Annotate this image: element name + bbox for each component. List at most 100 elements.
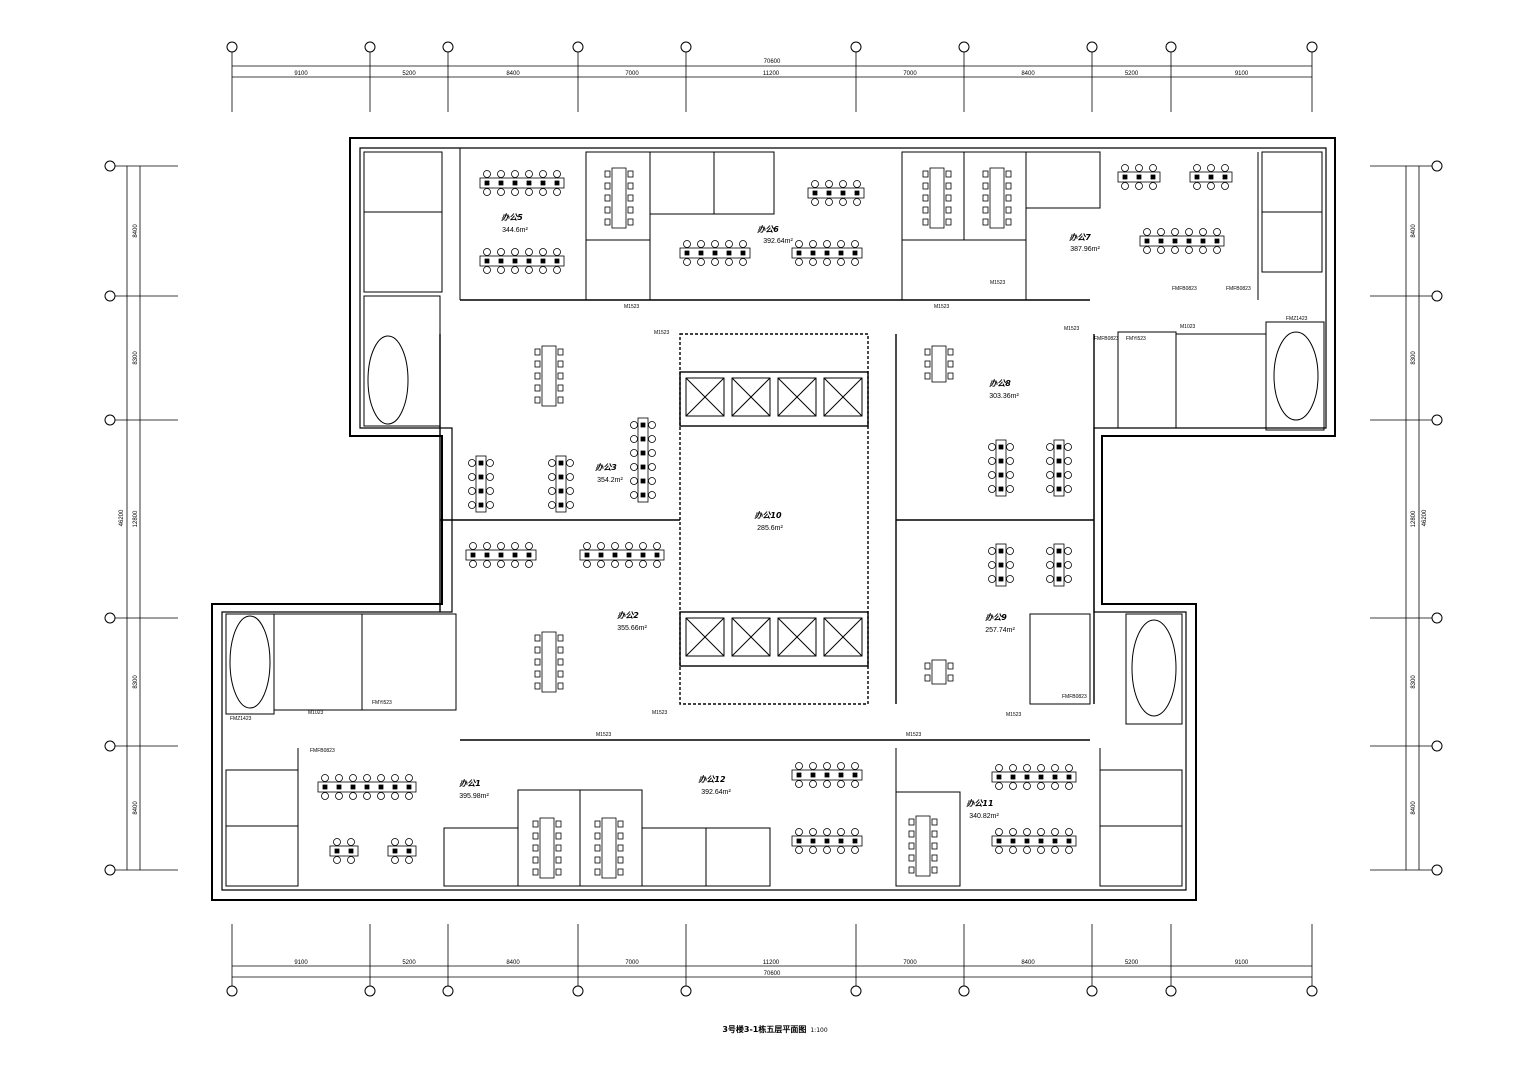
desk-bank [1117, 171, 1161, 183]
chair [639, 560, 647, 568]
chair [711, 240, 719, 248]
desk-bank [1053, 439, 1065, 497]
chair [648, 449, 656, 457]
monitor [512, 552, 518, 558]
chair [405, 838, 413, 846]
room-label-office-6: 办公6 [757, 225, 779, 234]
desk-bank [1189, 171, 1233, 183]
chair [335, 774, 343, 782]
chair [486, 459, 494, 467]
monitor [478, 488, 484, 494]
door-tag: FMFB0823 [1062, 694, 1087, 700]
chair [405, 774, 413, 782]
chair [468, 501, 476, 509]
monitor [1052, 838, 1058, 844]
chair [1046, 443, 1054, 451]
door-tag: FMFB0823 [310, 748, 335, 754]
chair [333, 856, 341, 864]
chair [486, 501, 494, 509]
room-label-office-10: 办公10 [754, 511, 782, 520]
bottom-bay-dimension: 5200 [1125, 960, 1139, 966]
door-tag: M1523 [934, 304, 950, 310]
door-tag: M1523 [1064, 326, 1080, 332]
monitor [406, 848, 412, 854]
chair [825, 198, 833, 206]
axis-bubble [850, 985, 862, 997]
monitor [478, 502, 484, 508]
chair [823, 828, 831, 836]
chair [1006, 471, 1014, 479]
chair [555, 856, 562, 864]
right-segment-dimension: 8400 [1411, 801, 1417, 815]
chair [557, 372, 564, 380]
chair [908, 830, 915, 838]
chair [945, 194, 952, 202]
axis-bubble [1431, 160, 1443, 172]
chair [557, 396, 564, 404]
chair [630, 463, 638, 471]
chair [532, 832, 539, 840]
monitor [598, 552, 604, 558]
monitor [1056, 562, 1062, 568]
chair [1009, 764, 1017, 772]
axis-bubble [364, 985, 376, 997]
chair [995, 828, 1003, 836]
chair [1064, 575, 1072, 583]
chair [1009, 828, 1017, 836]
chair [809, 240, 817, 248]
monitor [558, 460, 564, 466]
chair [725, 240, 733, 248]
chair [947, 360, 954, 368]
chair [534, 670, 541, 678]
top-dimension-chain [232, 65, 1312, 78]
chair [630, 421, 638, 429]
chair [1064, 547, 1072, 555]
chair [497, 248, 505, 256]
monitor [558, 502, 564, 508]
monitor [998, 548, 1004, 554]
meeting-table [541, 345, 557, 407]
door-tag: M1523 [652, 710, 668, 716]
chair [534, 658, 541, 666]
right-segment-dimension: 8300 [1411, 351, 1417, 365]
chair [1185, 228, 1193, 236]
top-bay-dimension: 11200 [763, 71, 780, 77]
monitor [1038, 838, 1044, 844]
chair [1037, 764, 1045, 772]
monitor [470, 552, 476, 558]
chair [534, 396, 541, 404]
monitor [392, 848, 398, 854]
room-area-office-3: 354.2m² [597, 477, 623, 484]
top-bay-dimension: 7000 [625, 71, 639, 77]
chair [604, 194, 611, 202]
chair [853, 180, 861, 188]
chair [525, 170, 533, 178]
chair [1051, 782, 1059, 790]
chair [597, 542, 605, 550]
chair [497, 542, 505, 550]
monitor [640, 552, 646, 558]
chair [851, 240, 859, 248]
desk-bank [995, 543, 1007, 587]
chair [1185, 246, 1193, 254]
chair [1065, 828, 1073, 836]
monitor [498, 552, 504, 558]
monitor [1038, 774, 1044, 780]
chair [511, 170, 519, 178]
chair [639, 542, 647, 550]
chair [630, 477, 638, 485]
chair [988, 575, 996, 583]
bottom-bay-dimension: 11200 [763, 960, 780, 966]
chair [1149, 164, 1157, 172]
chair [1009, 846, 1017, 854]
chair [795, 762, 803, 770]
service-cores [225, 295, 1325, 725]
chair [648, 477, 656, 485]
monitor [998, 444, 1004, 450]
room-label-office-7: 办公7 [1069, 233, 1091, 242]
chair [497, 170, 505, 178]
chair [837, 240, 845, 248]
chair [497, 560, 505, 568]
chair [532, 820, 539, 828]
